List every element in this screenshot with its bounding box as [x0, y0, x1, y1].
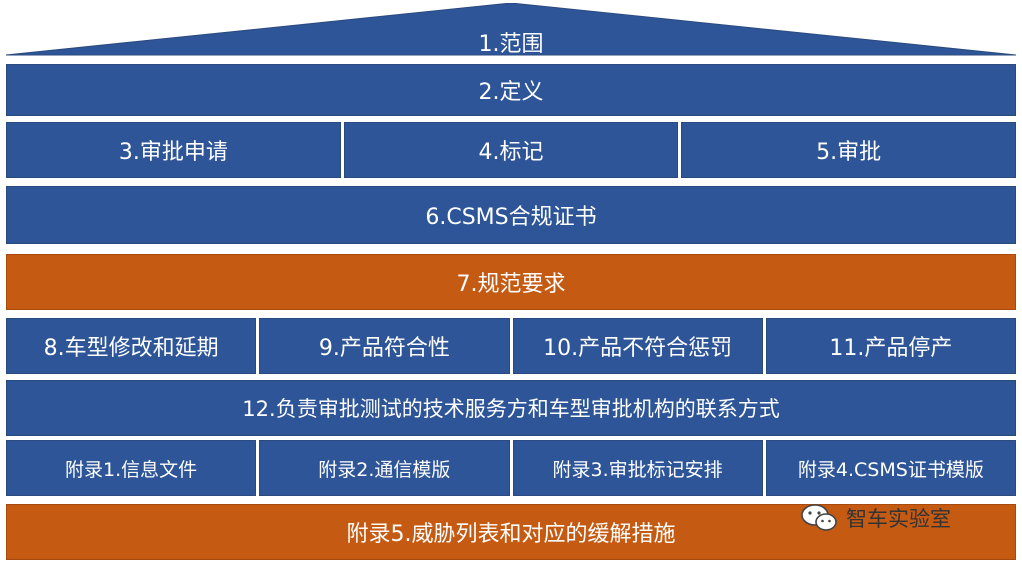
- block-annex-5: 附录5.威胁列表和对应的缓解措施: [6, 504, 1016, 560]
- row-annexes: 附录1.信息文件 附录2.通信模版 附录3.审批标记安排 附录4.CSMS证书模…: [6, 440, 1016, 496]
- block-conformity: 9.产品符合性: [259, 318, 510, 374]
- block-marking-label: 4.标记: [478, 140, 544, 165]
- block-approval: 5.审批: [681, 122, 1017, 178]
- block-modification-extension-label: 8.车型修改和延期: [43, 336, 219, 361]
- block-nonconformity-penalties-label: 10.产品不符合惩罚: [543, 336, 733, 361]
- block-annex-5-label: 附录5.威胁列表和对应的缓解措施: [346, 522, 676, 547]
- block-approval-label: 5.审批: [816, 140, 882, 165]
- row-annex-5: 附录5.威胁列表和对应的缓解措施: [6, 504, 1016, 560]
- block-annex-4-label: 附录4.CSMS证书模版: [797, 458, 984, 481]
- wechat-icon: [801, 504, 837, 531]
- block-annex-1-label: 附录1.信息文件: [65, 458, 198, 481]
- row-contacts: 12.负责审批测试的技术服务方和车型审批机构的联系方式: [6, 380, 1016, 436]
- block-production-discontinued-label: 11.产品停产: [829, 336, 953, 361]
- block-specifications: 7.规范要求: [6, 254, 1016, 310]
- block-scope: 1.范围: [6, 26, 1016, 58]
- watermark: 智车实验室: [800, 500, 951, 536]
- block-modification-extension: 8.车型修改和延期: [6, 318, 257, 374]
- block-definitions-label: 2.定义: [478, 80, 544, 105]
- watermark-text: 智车实验室: [846, 507, 951, 531]
- block-definitions: 2.定义: [6, 64, 1016, 116]
- block-annex-2-label: 附录2.通信模版: [318, 458, 451, 481]
- block-annex-2: 附录2.通信模版: [259, 440, 510, 496]
- roof-shape: [6, 3, 1016, 56]
- block-contacts-label: 12.负责审批测试的技术服务方和车型审批机构的联系方式: [242, 397, 780, 421]
- block-annex-3: 附录3.审批标记安排: [512, 440, 763, 496]
- block-scope-label: 1.范围: [478, 32, 544, 57]
- block-csms-certificate: 6.CSMS合规证书: [6, 186, 1016, 244]
- block-annex-1: 附录1.信息文件: [6, 440, 257, 496]
- block-production-discontinued: 11.产品停产: [765, 318, 1016, 374]
- block-marking: 4.标记: [343, 122, 679, 178]
- block-application: 3.审批申请: [6, 122, 341, 178]
- row-csms-certificate: 6.CSMS合规证书: [6, 186, 1016, 244]
- block-nonconformity-penalties: 10.产品不符合惩罚: [512, 318, 763, 374]
- row-specifications: 7.规范要求: [6, 254, 1016, 310]
- row-definitions: 2.定义: [6, 64, 1016, 116]
- block-annex-3-label: 附录3.审批标记安排: [552, 458, 723, 481]
- block-application-label: 3.审批申请: [118, 140, 228, 165]
- row-production: 8.车型修改和延期 9.产品符合性 10.产品不符合惩罚 11.产品停产: [6, 318, 1016, 374]
- block-csms-certificate-label: 6.CSMS合规证书: [425, 205, 597, 230]
- block-conformity-label: 9.产品符合性: [318, 336, 450, 361]
- block-specifications-label: 7.规范要求: [456, 272, 566, 297]
- block-contacts: 12.负责审批测试的技术服务方和车型审批机构的联系方式: [6, 380, 1016, 436]
- row-approval: 3.审批申请 4.标记 5.审批: [6, 122, 1017, 178]
- block-annex-4: 附录4.CSMS证书模版: [765, 440, 1016, 496]
